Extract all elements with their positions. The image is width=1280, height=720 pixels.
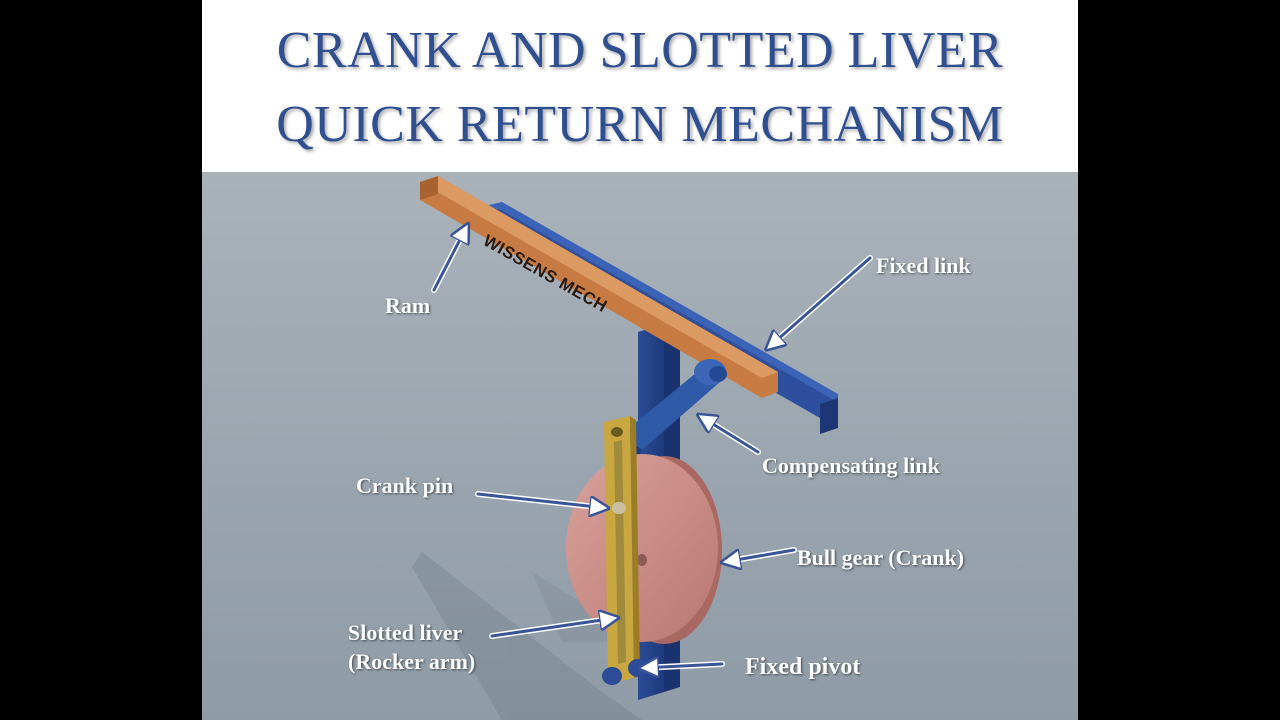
label-ram: Ram [385,293,431,318]
label-compensating-link: Compensating link [762,453,940,478]
label-slotted-liver-line2: (Rocker arm) [348,649,476,674]
slotted-lever [604,416,640,684]
title-area: CRANK AND SLOTTED LIVER QUICK RETURN MEC… [202,0,1078,172]
annotation-arrows [431,226,873,668]
slide: CRANK AND SLOTTED LIVER QUICK RETURN MEC… [202,0,1078,720]
arrow-compensating-link [700,416,761,455]
arrow-bull-gear [724,547,797,562]
label-bull-gear: Bull gear (Crank) [797,545,965,570]
arrow-crank-pin [475,491,606,508]
title-line-1: CRANK AND SLOTTED LIVER [276,22,1004,79]
title-line-2: QUICK RETURN MECHANISM [276,96,1004,153]
arrow-fixed-link [768,255,873,348]
label-slotted-liver: Slotted liver (Rocker arm) [348,618,475,676]
arrow-slotted-liver [489,618,616,639]
bull-gear [566,454,722,644]
arrow-fixed-pivot [642,664,725,668]
ram: WISSENS MECH [420,176,778,398]
mechanism-illustration: WISSENS MECH [202,172,1078,720]
arrow-ram [431,226,467,293]
label-slotted-liver-line1: Slotted liver [348,620,463,645]
label-fixed-pivot: Fixed pivot [745,654,861,680]
label-fixed-link: Fixed link [876,253,971,278]
label-crank-pin: Crank pin [356,473,454,498]
mechanism-drawing: WISSENS MECH [412,176,873,720]
